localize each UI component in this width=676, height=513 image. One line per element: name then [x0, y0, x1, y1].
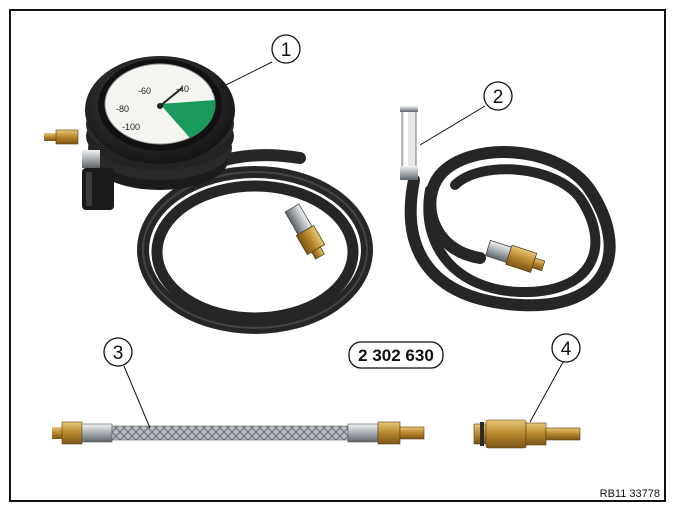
callout-3: 3 [103, 337, 151, 429]
hose-2-coupling [485, 239, 546, 273]
gauge-needle [159, 87, 183, 107]
gauge-inlet-nipple [44, 129, 79, 145]
reference-code: RB11 33778 [600, 488, 660, 500]
sight-tube [400, 106, 418, 180]
hose-2 [404, 146, 616, 312]
callout-2: 2 [419, 81, 513, 146]
gauge-valve-knob [82, 150, 114, 210]
dial-label-40: -40 [176, 84, 189, 94]
callout-1: 1 [211, 34, 301, 93]
part-number: 2 302 630 [358, 346, 434, 365]
hose-assembly-2 [400, 106, 616, 312]
gauge-dial: -60 -40 -80 -100 [104, 63, 216, 145]
braided-adapter-hose [52, 421, 425, 445]
callout-4: 4 [529, 333, 581, 423]
callout-3-label: 3 [113, 343, 124, 364]
brass-adapter [473, 419, 581, 449]
dial-label-100: -100 [122, 122, 140, 132]
callout-2-label: 2 [493, 87, 504, 108]
part-number-badge: 2 302 630 [348, 341, 444, 369]
gauge-hose-coupling [284, 203, 326, 260]
gauge-vacuum-zone [160, 100, 216, 138]
dial-label-60: -60 [138, 86, 151, 96]
callout-1-label: 1 [281, 40, 292, 61]
dial-label-80: -80 [116, 104, 129, 114]
vacuum-gauge-assembly: -60 -40 -80 -100 [44, 56, 373, 334]
callout-4-label: 4 [561, 339, 572, 360]
